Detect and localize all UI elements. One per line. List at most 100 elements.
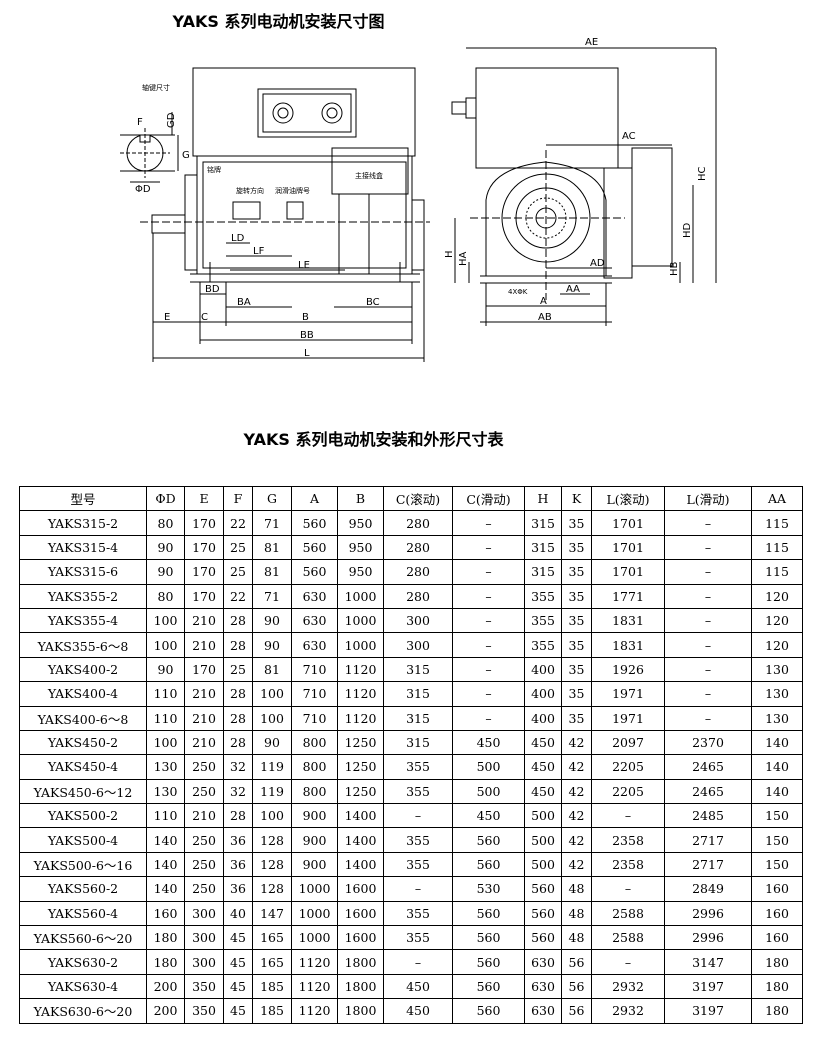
- value-cell: 355: [383, 754, 453, 780]
- value-cell: 130: [751, 656, 803, 683]
- value-cell: 450: [452, 803, 525, 829]
- value-cell: 1400: [337, 803, 384, 829]
- value-cell: 355: [383, 827, 453, 853]
- value-cell: 210: [184, 681, 224, 707]
- value-cell: 710: [291, 705, 338, 731]
- value-cell: 200: [146, 998, 185, 1024]
- value-cell: 560: [291, 510, 338, 536]
- value-cell: 180: [146, 949, 185, 975]
- value-cell: 1701: [591, 534, 665, 561]
- value-cell: 450: [452, 729, 525, 756]
- value-cell: 1600: [337, 876, 384, 902]
- model-cell: YAKS355-4: [19, 607, 147, 634]
- value-cell: 800: [291, 754, 338, 780]
- label-ae: AE: [585, 37, 598, 48]
- value-cell: 120: [751, 607, 803, 634]
- label-ba: BA: [237, 297, 251, 308]
- label-bc: BC: [366, 297, 380, 308]
- value-cell: 28: [223, 803, 253, 829]
- label-bd: BD: [205, 284, 220, 295]
- value-cell: 300: [383, 607, 453, 634]
- model-cell: YAKS400-2: [19, 656, 147, 683]
- value-cell: 2932: [591, 998, 665, 1024]
- value-cell: 140: [146, 827, 185, 853]
- value-cell: 1120: [291, 998, 338, 1024]
- value-cell: 90: [252, 632, 292, 658]
- value-cell: 36: [223, 851, 253, 878]
- value-cell: 355: [383, 778, 453, 805]
- label-l: L: [304, 348, 310, 359]
- value-cell: 950: [337, 510, 384, 536]
- value-cell: 3197: [664, 973, 752, 1000]
- model-cell: YAKS315-6: [19, 559, 147, 585]
- value-cell: 200: [146, 973, 185, 1000]
- dimension-table: 型号 ΦD E F G A B C(滚动) C(滑动) H K L(滚动) L(…: [19, 485, 803, 1024]
- value-cell: –: [664, 559, 752, 585]
- header-cell: ΦD: [146, 485, 185, 512]
- value-cell: 140: [751, 729, 803, 756]
- header-cell: H: [524, 485, 562, 512]
- value-cell: 2205: [591, 754, 665, 780]
- value-cell: 800: [291, 778, 338, 805]
- value-cell: 450: [524, 754, 562, 780]
- model-cell: YAKS450-6～12: [19, 778, 147, 805]
- value-cell: 42: [561, 827, 592, 853]
- value-cell: 1926: [591, 656, 665, 683]
- value-cell: 1250: [337, 729, 384, 756]
- value-cell: 28: [223, 729, 253, 756]
- value-cell: 56: [561, 998, 592, 1024]
- label-ab: AB: [538, 312, 552, 323]
- value-cell: –: [383, 876, 453, 902]
- value-cell: 119: [252, 778, 292, 805]
- value-cell: 1000: [291, 900, 338, 927]
- value-cell: 350: [184, 973, 224, 1000]
- label-hd: HD: [682, 222, 693, 238]
- value-cell: 170: [184, 559, 224, 585]
- value-cell: 900: [291, 851, 338, 878]
- value-cell: 560: [452, 998, 525, 1024]
- value-cell: 3147: [664, 949, 752, 975]
- value-cell: 45: [223, 925, 253, 951]
- value-cell: 560: [291, 534, 338, 561]
- value-cell: 2588: [591, 925, 665, 951]
- value-cell: 25: [223, 656, 253, 683]
- value-cell: 48: [561, 876, 592, 902]
- value-cell: 630: [291, 583, 338, 609]
- value-cell: 160: [146, 900, 185, 927]
- value-cell: 115: [751, 534, 803, 561]
- value-cell: 450: [383, 973, 453, 1000]
- header-cell: G: [252, 485, 292, 512]
- value-cell: 280: [383, 510, 453, 536]
- value-cell: –: [664, 510, 752, 536]
- label-aa: AA: [566, 284, 580, 295]
- value-cell: 1800: [337, 973, 384, 1000]
- value-cell: 42: [561, 729, 592, 756]
- value-cell: 150: [751, 803, 803, 829]
- value-cell: 81: [252, 656, 292, 683]
- value-cell: 400: [524, 681, 562, 707]
- value-cell: 2996: [664, 925, 752, 951]
- value-cell: 1120: [337, 681, 384, 707]
- value-cell: 90: [146, 534, 185, 561]
- value-cell: 500: [524, 827, 562, 853]
- value-cell: 560: [452, 973, 525, 1000]
- value-cell: 315: [383, 681, 453, 707]
- value-cell: 2849: [664, 876, 752, 902]
- value-cell: 1800: [337, 949, 384, 975]
- model-cell: YAKS355-6～8: [19, 632, 147, 658]
- header-cell: AA: [751, 485, 803, 512]
- value-cell: 140: [146, 851, 185, 878]
- label-a: A: [540, 296, 547, 307]
- value-cell: 56: [561, 949, 592, 975]
- value-cell: 25: [223, 534, 253, 561]
- value-cell: 315: [524, 510, 562, 536]
- value-cell: 22: [223, 583, 253, 609]
- value-cell: 1701: [591, 510, 665, 536]
